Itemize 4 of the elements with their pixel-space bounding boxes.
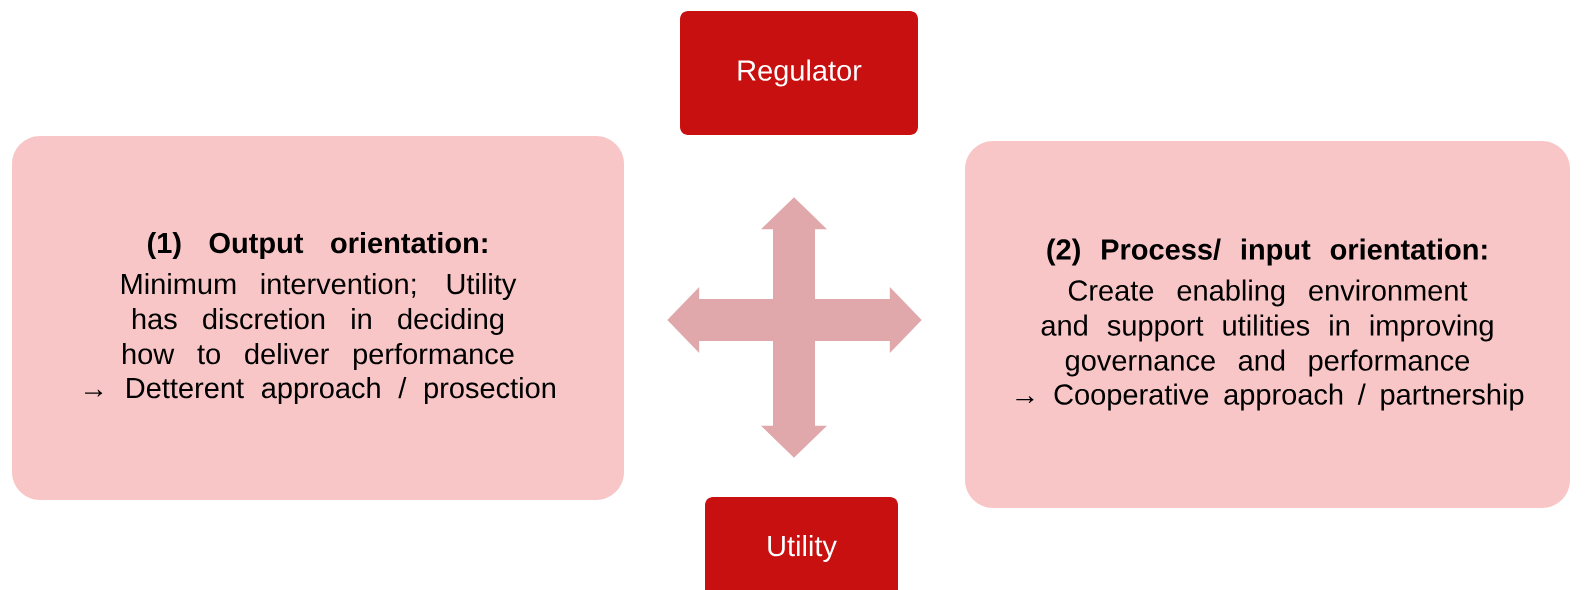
orientation-box: (1) Output orientation: Minimum intervention; Utility has discretion in deciding how to deliver performance → Detterent approach / prosection: [12, 136, 624, 500]
role-box: Utility: [705, 497, 898, 590]
orientation-box: (2) Process/ input orientation: Create enabling environment and support utilities in improving governance and performance → Cooperative approach / partnership: [965, 141, 1570, 508]
role-box: Regulator: [680, 11, 918, 135]
